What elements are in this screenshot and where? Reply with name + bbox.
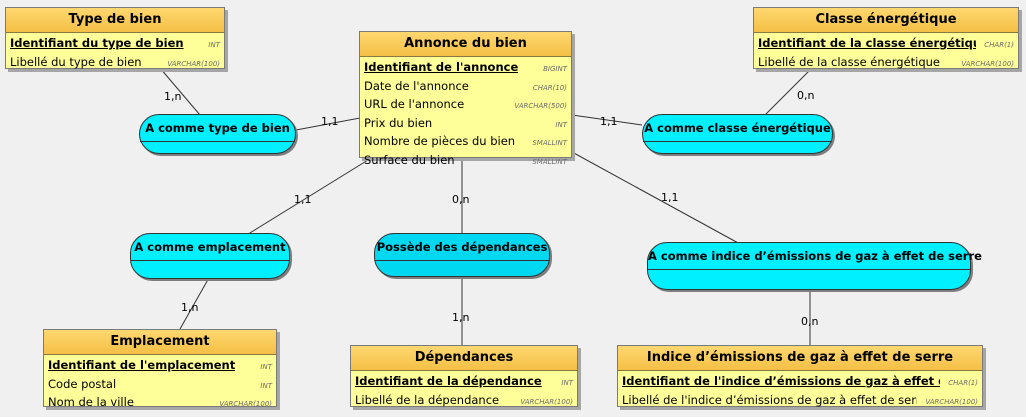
attribute-name: Identifiant de la classe énergétique	[758, 36, 977, 50]
entity-attributes: Identifiant de la dépendance INT Libellé …	[351, 371, 577, 413]
association-a-comme-classe-energetique[interactable]: A comme classe énergétique	[642, 114, 833, 154]
association-name: A comme indice d’émissions de gaz à effe…	[648, 243, 982, 270]
attribute-row-pk: Identifiant de l'annonce BIGINT	[364, 59, 567, 78]
attribute-type: VARCHAR(100)	[961, 59, 1014, 68]
attribute-row-pk: Identifiant du type de bien INT	[10, 35, 220, 54]
entity-classe-energetique[interactable]: Classe énergétique Identifiant de la cla…	[753, 7, 1019, 69]
entity-attributes: Identifiant de la classe énergétique CHAR…	[754, 33, 1018, 75]
attribute-name: Identifiant de l'indice d’émissions de g…	[622, 374, 940, 388]
association-possede-des-dependances[interactable]: Possède des dépendances	[374, 233, 550, 277]
entity-attributes: Identifiant du type de bien INT Libellé d…	[6, 33, 224, 75]
attribute-name: Libellé de la dépendance	[355, 392, 500, 407]
attribute-type: INT	[208, 41, 220, 49]
entity-title: Emplacement	[44, 330, 276, 355]
entity-title: Type de bien	[6, 8, 224, 33]
association-a-comme-emplacement[interactable]: A comme emplacement	[130, 233, 290, 279]
entity-annonce-du-bien[interactable]: Annonce du bien Identifiant de l'annonce…	[359, 31, 572, 167]
cardinality-emplacement-assoc: 1,n	[181, 301, 199, 314]
attribute-name: Identifiant du type de bien	[10, 36, 184, 50]
attribute-name: Nom de la ville	[48, 395, 134, 409]
attribute-type: BIGINT	[543, 65, 567, 73]
link-classe-assoc	[764, 67, 813, 116]
entity-type-de-bien[interactable]: Type de bien Identifiant du type de bien…	[5, 7, 225, 69]
link-annonce-indice	[571, 151, 741, 245]
attribute-name: Prix du bien	[364, 115, 433, 130]
cardinality-indice-assoc: 0,n	[801, 315, 819, 328]
attribute-type: CHAR(1)	[984, 41, 1014, 49]
attribute-row: Prix du bien INT	[364, 115, 567, 134]
entity-dependances[interactable]: Dépendances Identifiant de la dépendance…	[350, 345, 578, 407]
attribute-row: Nom de la ville VARCHAR(100)	[48, 394, 272, 413]
entity-title: Dépendances	[351, 346, 577, 371]
attribute-row: Nombre de pièces du bien SMALLINT	[364, 133, 567, 152]
attribute-name: Date de l'annonce	[364, 78, 469, 93]
cardinality-annonce-type: 1,1	[321, 115, 339, 128]
cardinality-dependances-assoc: 1,n	[452, 311, 470, 324]
attribute-type: INT	[260, 381, 272, 390]
cardinality-annonce-indice: 1,1	[661, 191, 679, 204]
cardinality-type-assoc: 1,n	[164, 90, 182, 103]
attribute-name: Surface du bien	[364, 152, 455, 167]
attribute-row: Libellé du type de bien VARCHAR(100)	[10, 54, 220, 73]
association-name: Possède des dépendances	[375, 234, 549, 261]
attribute-type: CHAR(10)	[532, 83, 567, 92]
attribute-type: SMALLINT	[532, 157, 567, 166]
link-type-assoc	[159, 67, 201, 116]
association-a-comme-type-de-bien[interactable]: A comme type de bien	[139, 114, 296, 154]
attribute-row-pk: Identifiant de la dépendance INT	[355, 373, 573, 392]
link-emplacement-assoc	[179, 275, 211, 330]
attribute-type: INT	[561, 379, 573, 387]
attribute-row: URL de l'annonce VARCHAR(500)	[364, 96, 567, 115]
cardinality-classe-assoc: 0,n	[797, 89, 815, 102]
attribute-type: INT	[555, 120, 567, 129]
attribute-row: Libellé de la classe énergétique VARCHAR(…	[758, 54, 1014, 73]
entity-attributes: Identifiant de l'indice d’émissions de g…	[618, 371, 982, 413]
link-annonce-type	[295, 117, 361, 131]
cardinality-annonce-classe: 1,1	[600, 115, 618, 128]
attribute-name: Identifiant de l'emplacement	[48, 358, 236, 372]
association-name: A comme type de bien	[140, 115, 295, 142]
attribute-name: Libellé du type de bien	[10, 54, 142, 69]
entity-emplacement[interactable]: Emplacement Identifiant de l'emplacement…	[43, 329, 277, 409]
link-annonce-classe	[571, 114, 643, 126]
attribute-type: INT	[260, 363, 272, 371]
attribute-name: Code postal	[48, 376, 117, 391]
attribute-row-pk: Identifiant de l'emplacement INT	[48, 357, 272, 376]
attribute-name: Identifiant de la dépendance	[355, 374, 542, 388]
association-name: A comme emplacement	[131, 234, 289, 261]
attribute-row: Code postal INT	[48, 376, 272, 395]
attribute-row: Surface du bien SMALLINT	[364, 152, 567, 171]
attribute-type: VARCHAR(500)	[514, 102, 567, 110]
attribute-type: VARCHAR(100)	[167, 59, 220, 68]
attribute-row-pk: Identifiant de la classe énergétique CHAR…	[758, 35, 1014, 54]
entity-title: Indice d’émissions de gaz à effet de ser…	[618, 346, 982, 371]
attribute-type: CHAR(1)	[948, 379, 978, 387]
attribute-type: VARCHAR(100)	[219, 400, 272, 408]
cardinality-annonce-emplacement: 1,1	[294, 193, 312, 206]
attribute-row: Date de l'annonce CHAR(10)	[364, 78, 567, 97]
cardinality-annonce-dependances: 0,n	[452, 193, 470, 206]
association-name: A comme classe énergétique	[643, 115, 832, 142]
attribute-type: VARCHAR(100)	[520, 397, 573, 406]
attribute-row: Libellé de l'indice d’émissions de gaz à…	[622, 392, 978, 411]
attribute-name: Libellé de la classe énergétique	[758, 54, 941, 69]
attribute-name: Libellé de l'indice d’émissions de gaz à…	[622, 392, 918, 407]
attribute-type: VARCHAR(100)	[925, 397, 978, 406]
attribute-name: Nombre de pièces du bien	[364, 134, 516, 148]
attribute-row-pk: Identifiant de l'indice d’émissions de g…	[622, 373, 978, 392]
entity-indice-emissions[interactable]: Indice d’émissions de gaz à effet de ser…	[617, 345, 983, 407]
entity-title: Annonce du bien	[360, 32, 571, 57]
attribute-name: URL de l'annonce	[364, 97, 465, 111]
attribute-name: Identifiant de l'annonce	[364, 60, 519, 74]
entity-title: Classe énergétique	[754, 8, 1018, 33]
entity-attributes: Identifiant de l'annonce BIGINT Date de l…	[360, 57, 571, 173]
attribute-row: Libellé de la dépendance VARCHAR(100)	[355, 392, 573, 411]
association-a-comme-indice-emissions[interactable]: A comme indice d’émissions de gaz à effe…	[647, 242, 982, 290]
link-annonce-emplacement	[244, 159, 369, 237]
attribute-type: SMALLINT	[532, 139, 567, 147]
